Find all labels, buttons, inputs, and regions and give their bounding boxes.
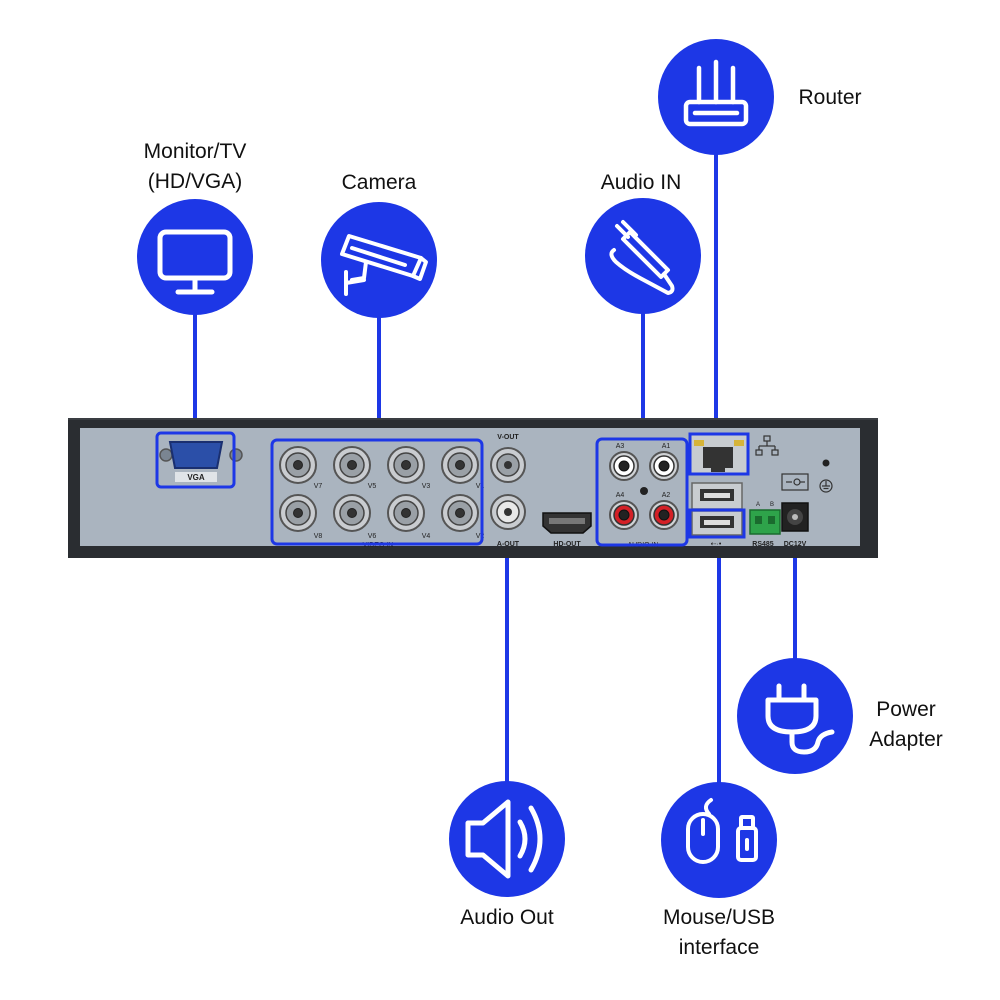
video-channel-label: V4 bbox=[422, 533, 431, 540]
rs485-b-label: B bbox=[770, 502, 774, 508]
video-channel-label: V8 bbox=[314, 533, 323, 540]
mouse-usb-label-line2: interface bbox=[678, 936, 760, 959]
camera-label-text: Camera bbox=[341, 171, 417, 194]
rca-port bbox=[609, 451, 639, 481]
v-out-label: V-OUT bbox=[497, 434, 519, 441]
network-symbol bbox=[755, 435, 779, 456]
hdmi-port bbox=[542, 512, 592, 534]
a-out-label: A-OUT bbox=[497, 541, 520, 548]
bnc-port bbox=[333, 494, 371, 532]
video-channel-label: V6 bbox=[368, 533, 377, 540]
vga-highlight-box bbox=[155, 431, 236, 489]
mouse-usb-icon bbox=[686, 798, 758, 864]
audio-channel-label: A3 bbox=[616, 443, 625, 450]
ethernet-port bbox=[689, 433, 749, 475]
rs485-a-label: A bbox=[756, 502, 760, 508]
monitor-label-line1: Monitor/TV bbox=[143, 140, 247, 163]
router-icon bbox=[683, 59, 749, 127]
monitor-node bbox=[137, 199, 253, 315]
audio-channel-label: A4 bbox=[616, 492, 625, 499]
ground-symbol bbox=[819, 479, 833, 493]
connector-lines bbox=[193, 150, 797, 785]
audio-channel-label: A2 bbox=[662, 492, 671, 499]
video-channel-label: V1 bbox=[476, 483, 485, 490]
power-node bbox=[737, 658, 853, 774]
video-channel-label: V5 bbox=[368, 483, 377, 490]
dc-polarity-symbol bbox=[781, 473, 809, 491]
router-label-text: Router bbox=[798, 86, 862, 109]
audio-out-label-text: Audio Out bbox=[460, 906, 554, 929]
usb-highlight-box bbox=[688, 508, 746, 539]
audio-in-label: Audio IN bbox=[571, 168, 711, 198]
camera-label: Camera bbox=[309, 168, 449, 198]
rs485-label: RS485 bbox=[752, 541, 774, 548]
mouse-usb-label: Mouse/USB interface bbox=[639, 903, 799, 963]
mouse-usb-node bbox=[661, 782, 777, 898]
bnc-port bbox=[387, 446, 425, 484]
audio-out-label: Audio Out bbox=[437, 903, 577, 933]
usb-port-bottom bbox=[691, 510, 743, 536]
bnc-port bbox=[387, 494, 425, 532]
video-channel-label: V7 bbox=[314, 483, 323, 490]
video-channel-label: V3 bbox=[422, 483, 431, 490]
audio-out-node bbox=[449, 781, 565, 897]
router-node bbox=[658, 39, 774, 155]
power-plug-icon bbox=[765, 683, 835, 755]
audio-in-node bbox=[585, 198, 701, 314]
audio-in-label-text: Audio IN bbox=[600, 171, 682, 194]
dc12v-label: DC12V bbox=[784, 541, 807, 548]
bnc-port bbox=[279, 494, 317, 532]
vga-port-label: VGA bbox=[187, 473, 205, 482]
rs485-terminal bbox=[749, 509, 781, 535]
camera-node bbox=[321, 202, 437, 318]
router-label: Router bbox=[780, 83, 880, 113]
power-label-line1: Power bbox=[876, 698, 936, 721]
rca-port bbox=[649, 451, 679, 481]
rca-port bbox=[609, 500, 639, 530]
a-out-port bbox=[490, 494, 526, 530]
indicator-led bbox=[822, 459, 830, 467]
audio-jack-icon bbox=[609, 220, 675, 295]
speaker-icon bbox=[465, 799, 543, 879]
camera-highlight-box bbox=[270, 438, 484, 546]
hd-out-label: HD-OUT bbox=[553, 541, 581, 548]
mouse-usb-label-line1: Mouse/USB bbox=[662, 906, 776, 929]
rca-port bbox=[649, 500, 679, 530]
audio-in-highlight-box bbox=[595, 437, 689, 547]
power-label-line2: Adapter bbox=[869, 728, 943, 751]
cctv-camera-icon bbox=[340, 234, 428, 296]
dc-power-jack bbox=[781, 502, 809, 532]
bnc-port bbox=[279, 446, 317, 484]
bnc-port bbox=[441, 446, 479, 484]
usb-port-top bbox=[691, 482, 743, 510]
v-out-port bbox=[490, 447, 526, 483]
video-channel-label: V2 bbox=[476, 533, 485, 540]
monitor-label: Monitor/TV (HD/VGA) bbox=[115, 137, 275, 197]
power-label: Power Adapter bbox=[846, 695, 966, 755]
bnc-port bbox=[333, 446, 371, 484]
usb-symbol: ⇠·• bbox=[711, 541, 722, 548]
audio-channel-label: A1 bbox=[662, 443, 671, 450]
monitor-label-line2: (HD/VGA) bbox=[147, 170, 243, 193]
router-highlight-box bbox=[688, 432, 750, 476]
monitor-icon bbox=[157, 229, 233, 295]
bnc-port bbox=[441, 494, 479, 532]
